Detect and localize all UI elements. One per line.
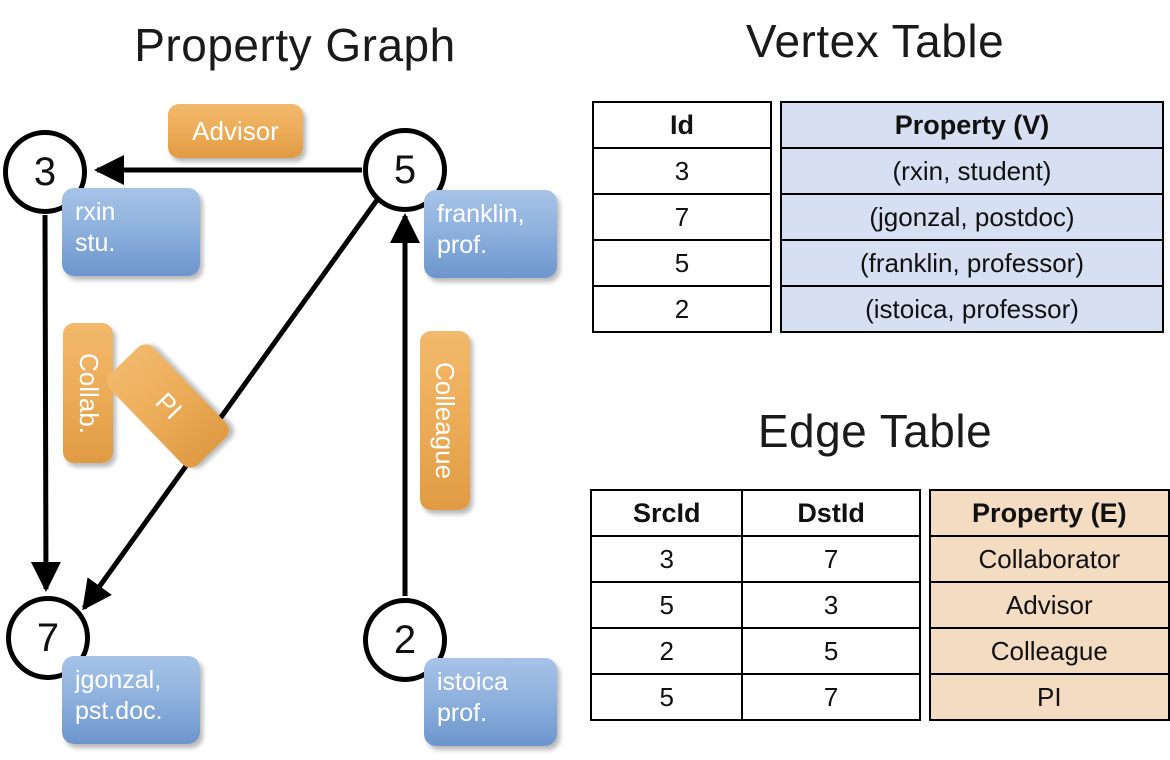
edge-label-colleague: Colleague (420, 331, 470, 510)
edge-label-advisor-text: Advisor (192, 115, 279, 146)
node-property-5-line-1: franklin, (437, 200, 525, 228)
table-row[interactable]: 5 7 PI (589, 673, 1170, 721)
node-property-2-line-2: prof. (437, 698, 488, 727)
vertex-row-3-property: (istoica, professor) (780, 285, 1164, 333)
node-property-7-line-2: pst.doc. (75, 696, 163, 725)
graph-node-3-label: 3 (33, 150, 57, 194)
table-row[interactable]: 3 7 Collaborator (589, 535, 1170, 583)
edge-arrow-3-to-7 (30, 214, 61, 592)
vertex-table-header-property: Property (V) (780, 101, 1164, 149)
node-property-7-line-1: jgonzal, (75, 666, 162, 694)
edge-row-0-property: Collaborator (928, 535, 1170, 583)
node-property-box-7: jgonzal, pst.doc. (62, 656, 200, 744)
edge-row-3-property: PI (928, 673, 1170, 721)
edge-label-advisor: Advisor (168, 104, 303, 158)
edge-row-3-src: 5 (589, 673, 744, 721)
graph-node-2-label: 2 (393, 618, 417, 662)
edge-row-2-src: 2 (589, 627, 744, 675)
vertex-row-3-gap (771, 286, 781, 332)
edge-table-header-srcid: SrcId (589, 489, 744, 537)
edge-row-1-property: Advisor (928, 581, 1170, 629)
node-property-box-2: istoica prof. (424, 658, 557, 746)
edge-row-2-gap (919, 628, 930, 674)
graph-edges-svg (30, 155, 420, 611)
edge-row-2-property: Colleague (928, 627, 1170, 675)
node-property-3-line-2: stu. (75, 228, 116, 257)
vertex-row-2-id: 5 (592, 239, 772, 287)
node-property-box-5: franklin, prof. (424, 190, 557, 278)
table-row[interactable]: 2 (istoica, professor) (592, 285, 1164, 333)
page-title-property-graph: Property Graph (134, 19, 456, 71)
table-row[interactable]: 5 (franklin, professor) (592, 239, 1164, 287)
vertex-row-1-id: 7 (592, 193, 772, 241)
graph-node-5[interactable]: 5 (363, 128, 447, 212)
edge-label-collab-text: Collab. (73, 352, 104, 434)
vertex-row-3-id: 2 (592, 285, 772, 333)
edge-row-1-src: 5 (589, 581, 744, 629)
vertex-table-column-gap (771, 102, 781, 148)
vertex-table-header-row: Id Property (V) (592, 101, 1164, 149)
edge-row-1-gap (919, 582, 930, 628)
page-title-edge-table: Edge Table (757, 405, 993, 457)
vertex-row-0-property: (rxin, student) (780, 147, 1164, 195)
edge-table-header-dstid: DstId (741, 489, 921, 537)
edge-row-0-gap (919, 536, 930, 582)
table-row[interactable]: 5 3 Advisor (589, 581, 1170, 629)
edge-row-0-src: 3 (589, 535, 744, 583)
vertex-row-2-gap (771, 240, 781, 286)
vertex-row-0-id: 3 (592, 147, 772, 195)
edge-row-0-dst: 7 (741, 535, 921, 583)
edge-row-1-dst: 3 (741, 581, 921, 629)
vertex-row-1-property: (jgonzal, postdoc) (780, 193, 1164, 241)
graph-node-2[interactable]: 2 (363, 598, 447, 682)
property-graph-diagram: 3 5 7 2 rxin stu. franklin, prof. jgonza… (3, 104, 557, 746)
vertex-table: Id Property (V) 3 (rxin, student) 7 (jgo… (592, 101, 1164, 333)
node-property-5-line-2: prof. (437, 230, 488, 259)
node-property-3-line-1: rxin (75, 198, 116, 226)
graph-node-7-label: 7 (36, 616, 60, 660)
edge-label-pi-text: PI (149, 386, 188, 425)
node-property-2-line-1: istoica (437, 668, 508, 696)
page-title-vertex-table: Vertex Table (745, 15, 1005, 67)
edge-row-3-gap (919, 674, 930, 720)
vertex-table-header-id: Id (592, 101, 772, 149)
edge-label-collab: Collab. (63, 323, 113, 463)
edge-row-2-dst: 5 (741, 627, 921, 675)
edge-table: SrcId DstId Property (E) 3 7 Collaborato… (589, 489, 1170, 721)
edge-table-header-row: SrcId DstId Property (E) (589, 489, 1170, 537)
edge-table-column-gap (919, 490, 930, 536)
edge-table-header-property: Property (E) (928, 489, 1170, 537)
edge-arrow-5-to-7 (81, 198, 380, 611)
graph-node-5-label: 5 (393, 148, 417, 192)
table-row[interactable]: 2 5 Colleague (589, 627, 1170, 675)
edge-row-3-dst: 7 (741, 673, 921, 721)
edge-label-colleague-text: Colleague (430, 361, 461, 480)
table-row[interactable]: 3 (rxin, student) (592, 147, 1164, 195)
vertex-row-1-gap (771, 194, 781, 240)
vertex-row-0-gap (771, 148, 781, 194)
node-property-box-3: rxin stu. (62, 188, 200, 276)
table-row[interactable]: 7 (jgonzal, postdoc) (592, 193, 1164, 241)
vertex-row-2-property: (franklin, professor) (780, 239, 1164, 287)
